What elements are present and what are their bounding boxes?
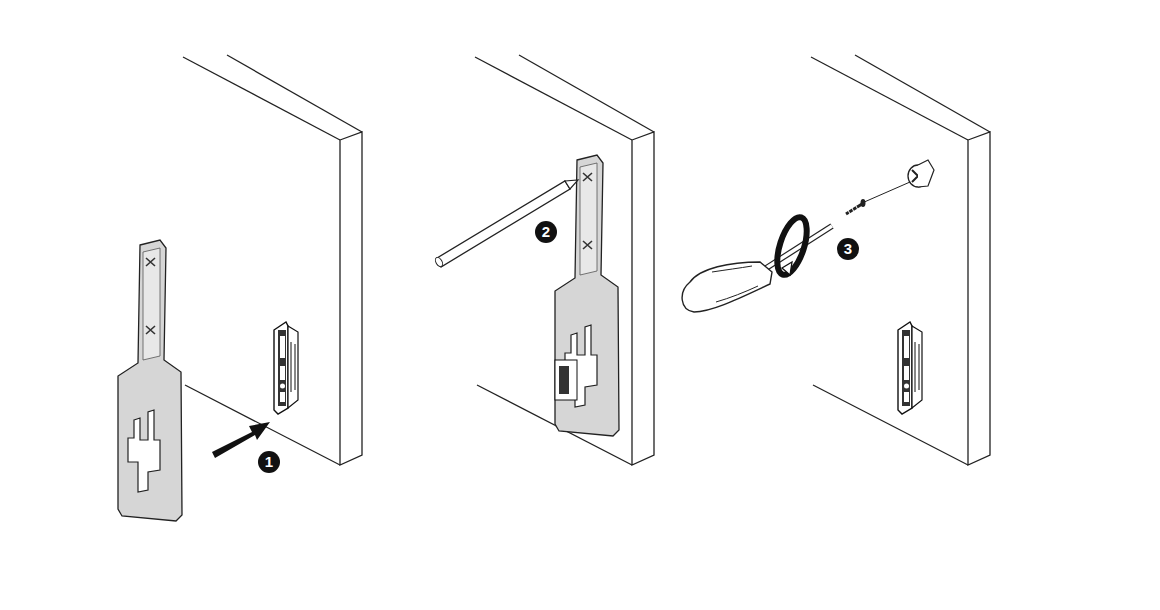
pencil <box>434 180 578 268</box>
screw <box>846 199 866 216</box>
cam-fitting <box>908 160 934 187</box>
callout-number: 1 <box>258 451 280 473</box>
callout-number: 2 <box>535 221 557 243</box>
callout-number: 3 <box>837 238 859 260</box>
screwdriver <box>682 214 832 312</box>
